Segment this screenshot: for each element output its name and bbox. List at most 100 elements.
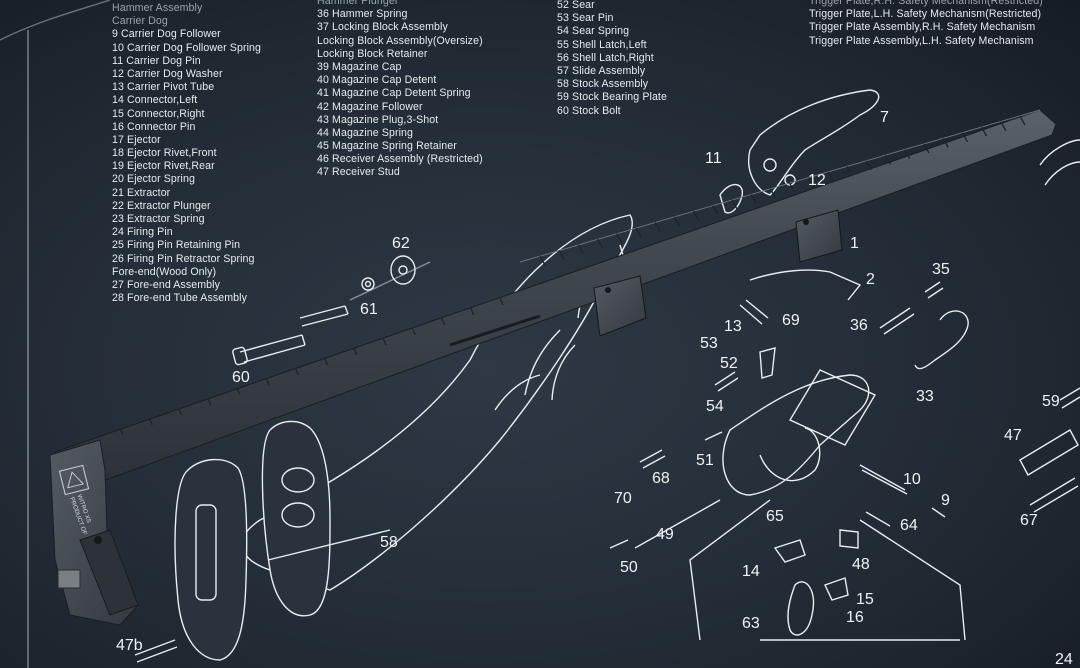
part-label: 14 [742, 563, 760, 580]
part-label: 15 [856, 591, 874, 608]
rail-slot [731, 199, 738, 210]
legend-item: Trigger Plate Assembly,R.H. Safety Mecha… [809, 21, 1036, 34]
rail-slot [470, 307, 475, 316]
part-label: 2 [866, 271, 875, 288]
legend-item: 9 Carrier Dog Follower [112, 28, 221, 41]
legend-item: 27 Fore-end Assembly [112, 278, 220, 291]
part-label: 33 [916, 388, 934, 405]
legend-item: 16 Connector Pin [112, 120, 196, 133]
disconnector-52 [759, 347, 776, 379]
recoil-pad-outline [261, 420, 331, 617]
legend-item: Hammer Plunger [317, 0, 399, 7]
legend-item: 12 Carrier Dog Washer [112, 67, 223, 80]
rail-slot [539, 255, 546, 266]
part-label: 50 [620, 559, 638, 576]
legend-item: 37 Locking Block Assembly [317, 21, 448, 34]
rail-slot [616, 233, 623, 243]
legend-item: 57 Slide Assembly [557, 64, 646, 77]
butt-plate-outline [174, 458, 248, 661]
part-label: 7 [880, 109, 889, 126]
legend-item: 58 Stock Assembly [557, 78, 649, 91]
recoil-pad-hole [281, 467, 315, 493]
rail-slot [1019, 115, 1026, 126]
part-label: 48 [852, 556, 870, 573]
mat-border-line [0, 0, 111, 41]
rail-slot [119, 427, 124, 436]
rail-slot [654, 222, 661, 232]
recoil-pad-hole [281, 502, 315, 528]
rail-slot [323, 357, 329, 366]
part-labels: 7 11 12 1 2 35 62 61 60 13 69 36 53 52 3… [116, 109, 1073, 668]
stud-leader [267, 529, 391, 561]
rail-slot [980, 126, 988, 137]
part-label: 64 [900, 517, 918, 534]
legend-item: 40 Magazine Cap Detent [317, 74, 437, 87]
part-label: 47 [1004, 427, 1022, 444]
legend-item: 17 Ejector [112, 133, 161, 146]
part-label: 10 [903, 471, 921, 488]
part-label: 16 [846, 609, 864, 626]
legend-item: Fore-end(Wood Only) [112, 265, 217, 278]
legend-item: 19 Ejector Rivet,Rear [112, 160, 215, 173]
connector-15 [824, 577, 849, 601]
rail-slot [846, 166, 853, 176]
trigger-63 [787, 581, 815, 636]
pin-68-70 [639, 431, 723, 469]
rail-slot [788, 182, 796, 193]
part-label: 36 [850, 317, 868, 334]
trigger-plate-outline [722, 374, 870, 496]
leader-line [634, 499, 721, 549]
part-label: 24 [1055, 651, 1073, 668]
rail-slot [692, 210, 700, 221]
rail-slot [596, 238, 604, 249]
part-label: 61 [360, 301, 378, 318]
pin-13 [739, 299, 769, 325]
legend-item: 59 Stock Bearing Plate [557, 91, 667, 104]
part-label: 59 [1042, 393, 1060, 410]
legend-item: 42 Magazine Follower [317, 100, 423, 113]
butt-plate-slot [195, 504, 217, 601]
legend-item: Locking Block Assembly(Oversize) [317, 34, 483, 47]
part-label: 54 [706, 398, 724, 415]
rail-slot [923, 143, 930, 154]
legend-item: 43 Magazine Plug,3-Shot [317, 113, 439, 126]
legend-item: 13 Carrier Pivot Tube [112, 81, 215, 94]
rail-cutout [449, 314, 541, 347]
rail-slot [769, 188, 777, 199]
legend-item: 54 Sear Spring [557, 25, 630, 38]
part-label: 53 [700, 335, 718, 352]
carrier-assembly [748, 89, 880, 196]
part-label: 52 [720, 355, 738, 372]
spring-54 [714, 371, 739, 392]
legend-item: 39 Magazine Cap [317, 60, 402, 73]
legend-item: 45 Magazine Spring Retainer [317, 140, 457, 153]
part-label: 11 [705, 150, 722, 167]
legend-column-4: Trigger Plate,R.H. Safety Mechanism(Rest… [809, 0, 1043, 48]
legend-item: 28 Fore-end Tube Assembly [112, 292, 247, 305]
bracket-lines [689, 499, 966, 641]
carrier-washer [763, 158, 777, 172]
part-label: 1 [850, 235, 859, 252]
legend-item: 41 Magazine Cap Detent Spring [317, 87, 471, 100]
legend-item: 47 Receiver Stud [317, 166, 400, 179]
pin-35 [924, 281, 944, 299]
part-label: 47b [116, 637, 143, 654]
safety-pin-10 [859, 464, 908, 495]
legend-item: 14 Connector,Left [112, 94, 198, 107]
ejector-2 [749, 269, 862, 301]
part-label: 69 [782, 312, 800, 329]
part-label: 62 [392, 235, 410, 252]
legend-item: 44 Magazine Spring [317, 126, 414, 139]
receiver-stud-47b [134, 639, 178, 663]
rail-slot [440, 317, 446, 326]
part-label: 12 [808, 172, 826, 189]
rail-slot [712, 205, 719, 215]
threaded-stud [57, 569, 81, 589]
legend-item: Trigger Plate,L.H. Safety Mechanism(Rest… [809, 8, 1042, 21]
part-label: 70 [614, 490, 632, 507]
mount-hole [94, 536, 102, 544]
rail-slot [750, 194, 757, 204]
legend-item: 10 Carrier Dog Follower Spring [112, 41, 262, 54]
pin-50 [609, 539, 629, 549]
